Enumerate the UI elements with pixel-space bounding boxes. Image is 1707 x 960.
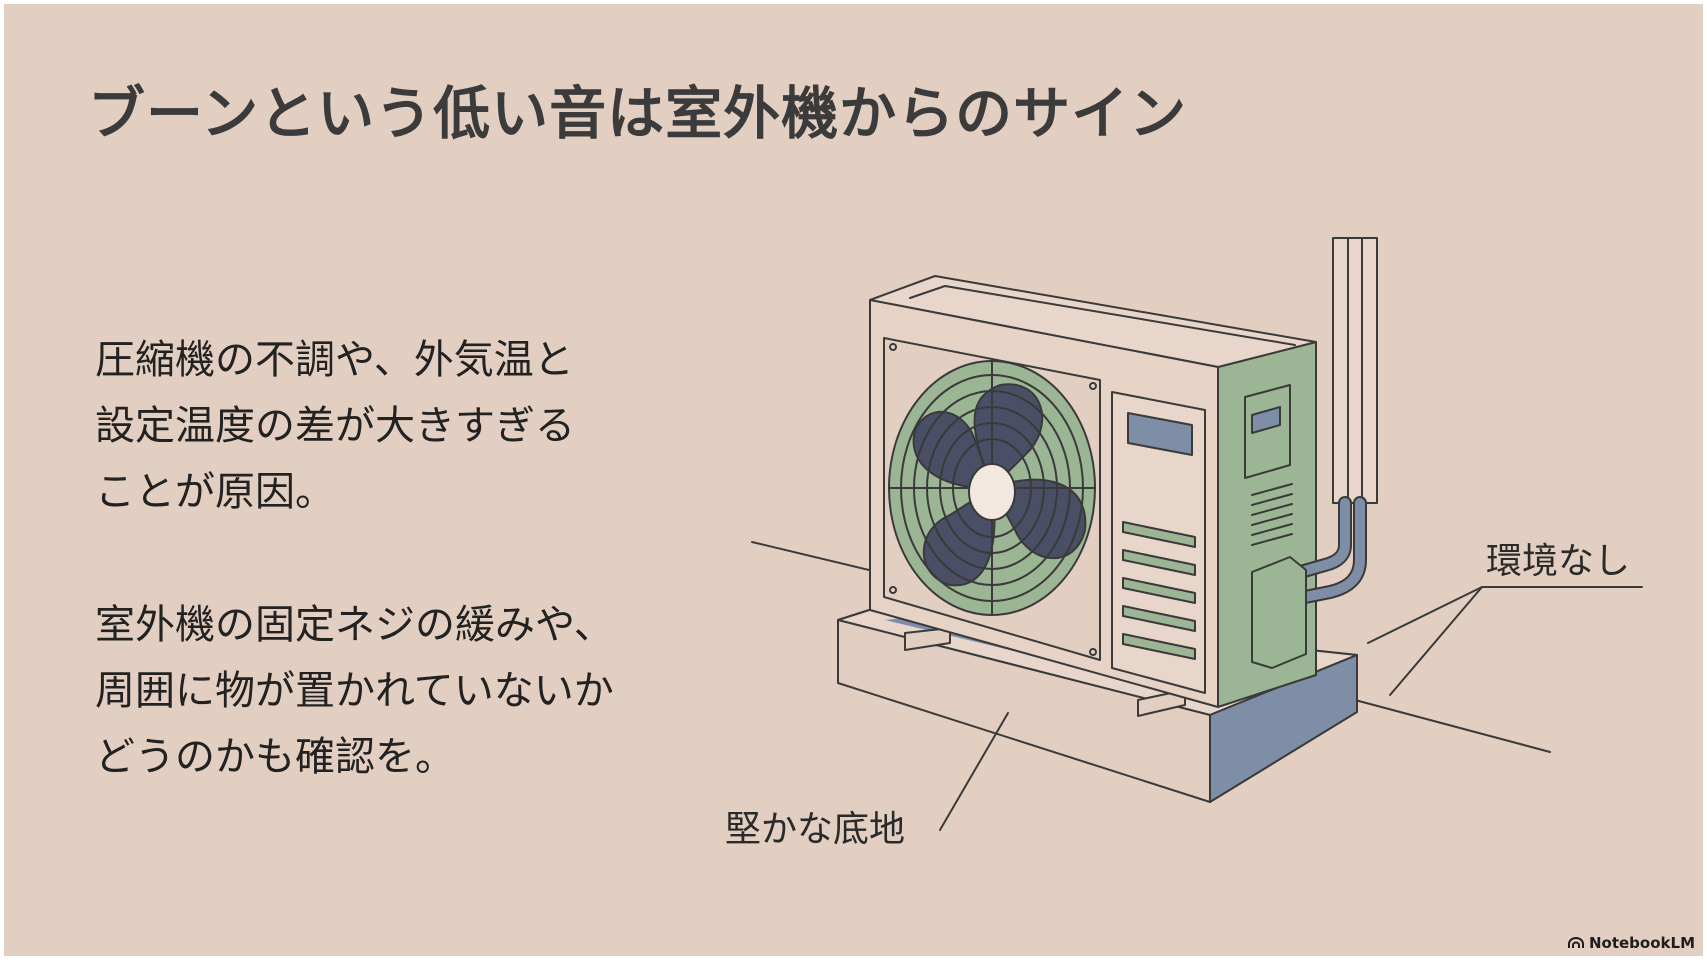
unit-foot	[904, 627, 951, 651]
paragraph-line: 室外機の固定ネジの緩みや、	[95, 602, 614, 648]
paragraph-line: ことが原因。	[95, 469, 335, 515]
paragraph-line: 圧縮機の不調や、外気温と	[95, 337, 574, 383]
display-window	[1127, 412, 1193, 456]
brand-watermark: NotebookLM	[1567, 934, 1695, 952]
paragraph-line: 設定温度の差が大きすぎる	[95, 403, 575, 449]
valve-cover	[1251, 556, 1307, 669]
environment-callout-label: 環境なし	[1486, 541, 1631, 582]
slide-title: ブーンという低い音は室外機からのサイン	[88, 81, 1188, 147]
callout-leader	[1367, 586, 1483, 644]
ground-line-left	[751, 541, 891, 576]
unit-top-edge	[909, 285, 1296, 346]
paragraph-line: 周囲に物が置かれていないか	[95, 668, 614, 714]
explanation-paragraph: 圧縮機の不調や、外気温と 設定温度の差が大きすぎる ことが原因。	[95, 327, 575, 525]
ground-line-right	[1354, 699, 1551, 753]
fan-hub	[968, 463, 1016, 521]
callout-leader	[939, 712, 1009, 831]
vertical-pipe	[1332, 237, 1378, 504]
concrete-pad-front	[837, 619, 1211, 803]
check-paragraph: 室外機の固定ネジの緩みや、 周囲に物が置かれていないか どうのかも確認を。	[95, 592, 614, 790]
brand-name: NotebookLM	[1588, 934, 1695, 952]
notebooklm-logo-icon	[1567, 937, 1584, 948]
ground-callout-label: 堅かな底地	[725, 809, 906, 850]
fan-blade	[912, 411, 993, 490]
paragraph-line: どうのかも確認を。	[95, 734, 455, 780]
